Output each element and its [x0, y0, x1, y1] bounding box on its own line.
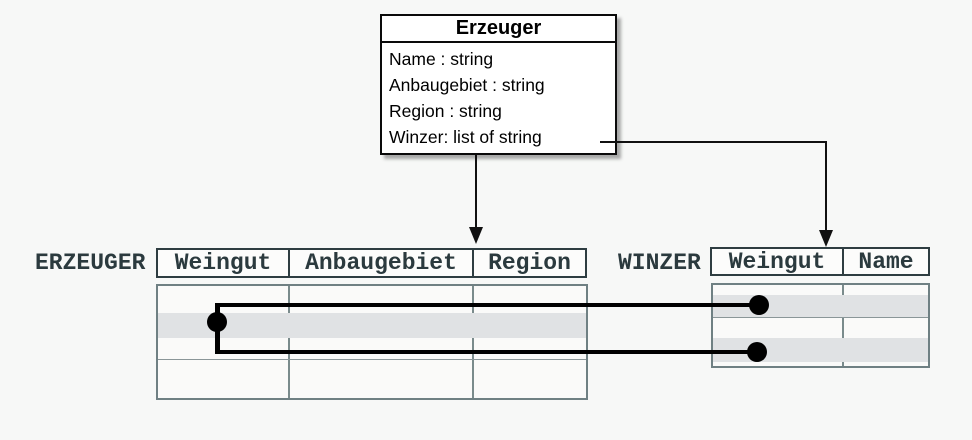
class-attribute-anbaugebiet: Anbaugebiet : string — [389, 75, 545, 95]
winzer-header-row: Weingut Name — [710, 247, 930, 276]
erzeuger-row-highlight — [158, 313, 586, 338]
winzer-table-label: WINZER — [618, 250, 701, 276]
erzeuger-header-anbaugebiet: Anbaugebiet — [305, 250, 457, 276]
fk-dot-winzer-2 — [747, 342, 767, 362]
erzeuger-header-region: Region — [488, 250, 571, 276]
arrow-to-erzeuger-line — [475, 155, 477, 228]
fk-connector-line-top — [215, 302, 760, 308]
winzer-table-body — [711, 283, 930, 368]
fk-connector-line-bottom — [215, 349, 758, 355]
class-attribute-winzer: Winzer: list of string — [389, 127, 542, 147]
column-divider — [288, 286, 290, 398]
erzeuger-header-row: Weingut Anbaugebiet Region — [156, 248, 587, 278]
row-divider — [158, 359, 586, 360]
arrow-to-winzer-hline — [600, 141, 827, 143]
uml-class-box: Erzeuger Name : string Anbaugebiet : str… — [380, 14, 617, 155]
arrowhead-down-erzeuger-icon — [469, 227, 483, 244]
erzeuger-table-label: ERZEUGER — [35, 250, 146, 276]
row-divider — [713, 317, 928, 318]
class-title: Erzeuger — [382, 16, 615, 43]
class-attribute-list: Name : string Anbaugebiet : string Regio… — [382, 43, 615, 150]
fk-dot-erzeuger — [207, 312, 227, 332]
arrowhead-down-winzer-icon — [819, 230, 833, 247]
erzeuger-header-weingut: Weingut — [174, 250, 272, 276]
column-divider — [472, 286, 474, 398]
fk-dot-winzer-1 — [749, 295, 769, 315]
header-divider — [842, 249, 844, 274]
column-divider — [842, 285, 844, 366]
header-divider — [288, 250, 290, 276]
class-attribute-region: Region : string — [389, 101, 502, 121]
winzer-header-weingut: Weingut — [728, 249, 826, 274]
arrow-to-winzer-vline — [825, 141, 827, 231]
winzer-header-name: Name — [858, 249, 914, 274]
erzeuger-table-body — [156, 284, 588, 400]
class-attribute-name: Name : string — [389, 49, 494, 69]
header-divider — [472, 250, 474, 276]
